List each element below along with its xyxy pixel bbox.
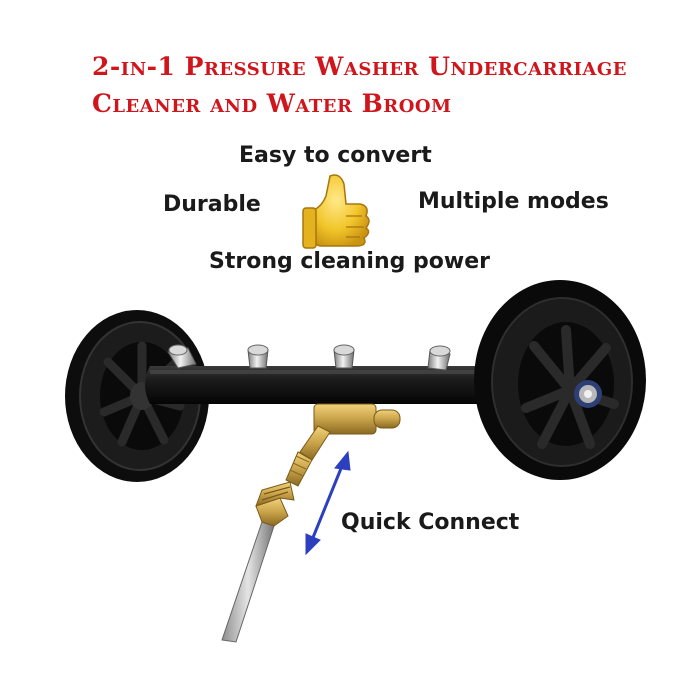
quick-connect-label: Quick Connect [341,510,520,535]
spray-bar [145,366,525,404]
feature-durable: Durable [163,192,261,217]
title-line-2: Cleaner and Water Broom [92,89,452,118]
double-arrow-icon [305,450,351,556]
title-line-1: 2-in-1 Pressure Washer Undercarriage [92,52,627,81]
quick-connect-coupler [221,481,295,643]
feature-strong-cleaning-power: Strong cleaning power [209,249,490,274]
right-wheel [474,280,646,480]
brass-swivel [285,403,401,487]
feature-multiple-modes: Multiple modes [418,189,609,214]
feature-easy-to-convert: Easy to convert [239,143,432,168]
thumbs-up-icon [302,174,370,249]
spray-nozzles [167,344,451,371]
